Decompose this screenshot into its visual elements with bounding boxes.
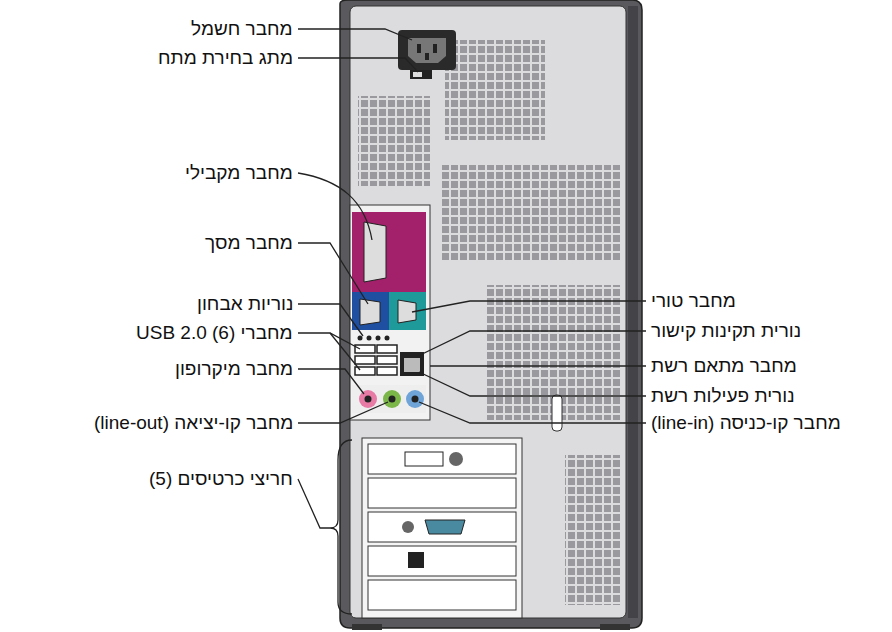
parallel-label: מחבר מקבילי (184, 162, 294, 184)
link-led-label: נורית תקינות קישור (650, 320, 802, 342)
diagnostic-label: נוריות אבחון (196, 293, 294, 315)
usb-label: מחברי USB 2.0 (6) (135, 322, 294, 344)
monitor-label: מחבר מסך (204, 232, 294, 254)
power-label: מחבר חשמל (190, 18, 294, 40)
switch-label: מתג בחירת מתח (157, 47, 294, 69)
microphone-label: מחבר מיקרופון (174, 358, 294, 380)
network-label: מחבר מתאם רשת (650, 355, 798, 377)
line-in-label: מחבר קו-כניסה (line-in) (650, 412, 842, 434)
card-slots-label: חריצי כרטיסים (5) (148, 468, 294, 490)
serial-label: מחבר טורי (650, 290, 737, 312)
line-out-label: מחבר קו-יציאה (line-out) (93, 412, 294, 434)
activity-led-label: נורית פעילות רשת (650, 385, 796, 407)
